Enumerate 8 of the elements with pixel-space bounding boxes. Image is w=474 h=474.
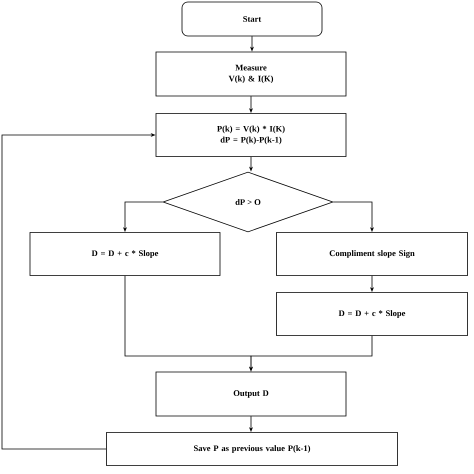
process-box: D = D + c * Slope [30, 232, 220, 276]
process-box: Compliment slope Sign [276, 232, 468, 276]
process-box: P(k) = V(k) * I(K) dP = P(k)-P(k-1) [156, 113, 346, 157]
process-box: Save P as previous value P(k-1) [106, 432, 398, 466]
process-box: Output D [156, 372, 346, 416]
terminal-box: Start [182, 2, 322, 36]
process-box: Measure V(k) & I(K) [156, 52, 346, 96]
process-box: D = D + c * Slope [276, 292, 468, 336]
